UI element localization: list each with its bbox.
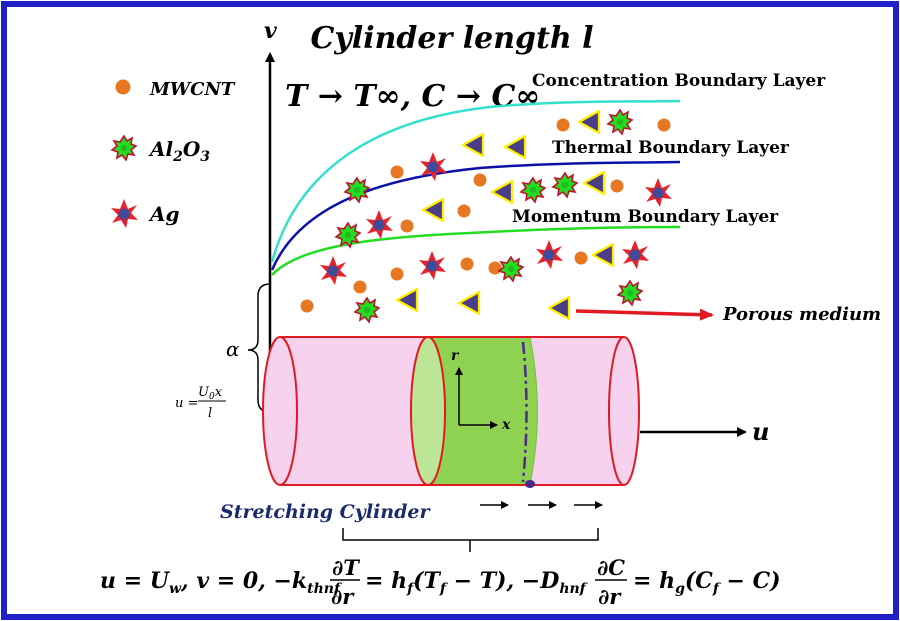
- svg-text:= hf(Tf − T), −Dhnf: = hf(Tf − T), −Dhnf: [365, 568, 589, 597]
- far-field-condition: T → T∞, C → C∞: [285, 79, 540, 114]
- legend-mwcnt-symbol: [115, 79, 131, 95]
- alpha-label: α: [226, 337, 240, 361]
- svg-text:∂C: ∂C: [597, 555, 625, 580]
- thermal-layer-label: Thermal Boundary Layer: [552, 138, 790, 158]
- porous-medium-arrow: [575, 308, 714, 321]
- svg-text:u =: u =: [175, 396, 198, 411]
- cylinder-bracket: [342, 528, 599, 552]
- alpha-brace: [247, 283, 271, 413]
- dash-dot-profile: [521, 341, 528, 483]
- thermal-boundary-curve: [270, 160, 681, 271]
- svg-text:u = Uw, v = 0, −kthnf: u = Uw, v = 0, −kthnf: [100, 568, 343, 597]
- svg-text:∂T: ∂T: [332, 555, 360, 580]
- cylinder-left-face: [262, 336, 298, 486]
- momentum-boundary-curve: [271, 225, 681, 276]
- r-axis-label: r: [451, 348, 460, 364]
- svg-text:l: l: [208, 406, 212, 421]
- concentration-layer-label: Concentration Boundary Layer: [532, 71, 826, 91]
- diagram-title: Cylinder length l: [310, 21, 593, 56]
- u-axis-label: u: [752, 417, 769, 446]
- velocity-condition: u = U0x l: [175, 385, 226, 421]
- legend-ag-label: Ag: [148, 202, 180, 226]
- svg-text:∂r: ∂r: [598, 584, 622, 609]
- v-axis-label: v: [264, 18, 277, 44]
- boundary-condition: u = Uw, v = 0, −kthnf ∂T ∂r = hf(Tf − T)…: [100, 555, 781, 609]
- porous-medium-label: Porous medium: [722, 304, 881, 325]
- concentration-boundary-curve: [270, 99, 681, 263]
- svg-text:= hg(Cf − C): = hg(Cf − C): [633, 568, 781, 597]
- mwcnt-particles: [300, 118, 671, 313]
- svg-text:∂r: ∂r: [331, 584, 355, 609]
- x-axis-label: x: [501, 417, 511, 433]
- momentum-layer-label: Momentum Boundary Layer: [512, 207, 779, 227]
- svg-text:U0x: U0x: [198, 385, 223, 402]
- legend-mwcnt-label: MWCNT: [149, 79, 236, 100]
- stretching-cylinder: [262, 336, 640, 488]
- cylinder-label: Stretching Cylinder: [220, 501, 431, 523]
- green-band-right-edge: [529, 336, 538, 486]
- band-left-face: [410, 336, 446, 486]
